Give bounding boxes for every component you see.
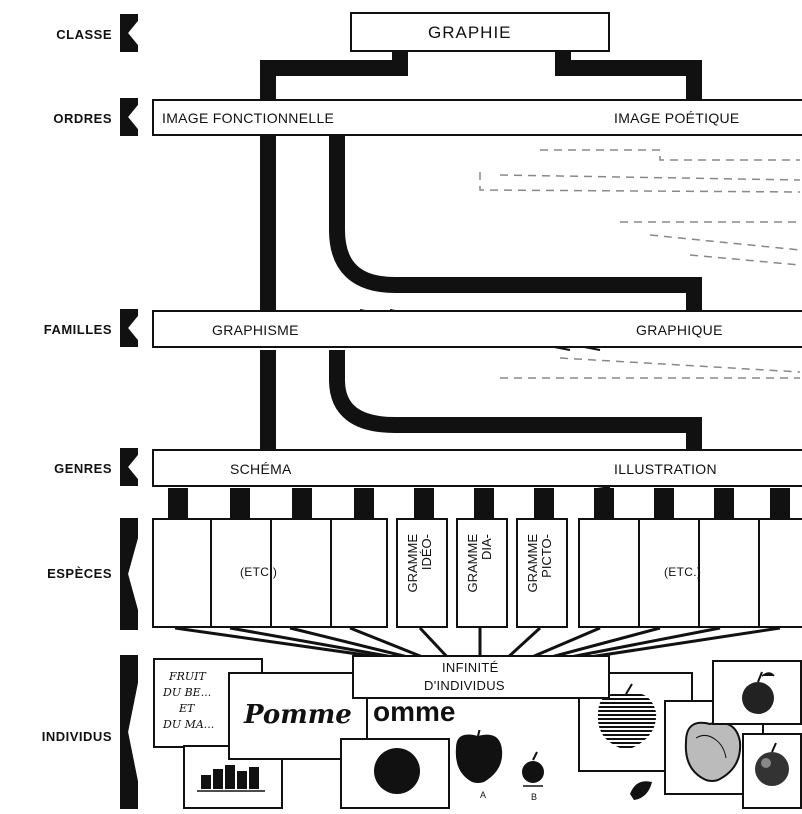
label-b: B <box>531 792 537 802</box>
level-label-genres: GENRES <box>0 461 112 476</box>
ideogramme-line1: IDÉO- <box>420 534 434 570</box>
card-leaf-fragment <box>622 770 662 809</box>
leaf-icon <box>622 770 662 809</box>
especes-pictogramme: PICTO- GRAMME <box>516 518 568 628</box>
label-a: A <box>480 790 486 800</box>
especes-left-divider-1 <box>210 518 212 628</box>
note-line-3: ET <box>179 702 194 715</box>
pictogramme-line1: PICTO- <box>540 534 554 578</box>
card-apple-top-right <box>712 660 802 725</box>
individus-line-2: D'INDIVIDUS <box>424 678 505 693</box>
especes-right-group: (ETC.) <box>578 518 802 628</box>
especes-ideogramme: IDÉO- GRAMME <box>396 518 448 628</box>
level-label-especes: ESPÈCES <box>0 566 112 581</box>
note-line-4: DU MA... <box>163 718 214 731</box>
especes-left-divider-2 <box>270 518 272 628</box>
especes-left-divider-3 <box>330 518 332 628</box>
level-label-ordres: ORDRES <box>0 111 112 126</box>
classe-box: GRAPHIE <box>350 12 610 52</box>
graphie-label: GRAPHIE <box>428 23 512 43</box>
ordres-right-label: IMAGE POÉTIQUE <box>614 110 740 126</box>
especes-etc-right: (ETC.) <box>664 565 701 579</box>
level-label-individus: INDIVIDUS <box>0 729 112 744</box>
level-label-familles: FAMILLES <box>0 322 112 337</box>
ordres-left-label: IMAGE FONCTIONNELLE <box>162 110 334 126</box>
note-line-1: FRUIT <box>169 670 206 683</box>
genres-right-label: ILLUSTRATION <box>614 461 717 477</box>
diagramme-line1: DIA- <box>480 534 494 560</box>
ideogramme-line2: GRAMME <box>406 534 420 593</box>
familles-left-label: GRAPHISME <box>212 322 299 338</box>
especes-diagramme: DIA- GRAMME <box>456 518 508 628</box>
pictogramme-line2: GRAMME <box>526 534 540 593</box>
individus-box: INFINITÉ D'INDIVIDUS <box>352 655 610 699</box>
black-circle-icon <box>374 748 420 794</box>
apple-shaded-icon <box>744 735 800 807</box>
especes-right-divider-3 <box>758 518 760 628</box>
individus-line-1: INFINITÉ <box>442 660 499 675</box>
familles-right-label: GRAPHIQUE <box>636 322 723 338</box>
apple-dark-icon <box>714 662 800 723</box>
especes-right-divider-1 <box>638 518 640 628</box>
ordres-bar: IMAGE FONCTIONNELLE IMAGE POÉTIQUE <box>152 99 802 136</box>
card-apple-bottom-right <box>742 733 802 809</box>
level-label-classe: CLASSE <box>0 27 112 42</box>
pomme-bold-text: omme <box>373 696 455 728</box>
card-apple-b: B <box>505 748 563 809</box>
card-black-circle <box>340 738 450 809</box>
diagramme-line2: GRAMME <box>466 534 480 593</box>
especes-right-divider-2 <box>698 518 700 628</box>
genres-bar: SCHÉMA ILLUSTRATION <box>152 449 802 487</box>
note-line-2: DU BE... <box>163 686 211 699</box>
pomme-script-text: Pomme <box>244 700 352 730</box>
genres-left-label: SCHÉMA <box>230 461 292 477</box>
familles-bar: GRAPHISME GRAPHIQUE <box>152 310 802 348</box>
